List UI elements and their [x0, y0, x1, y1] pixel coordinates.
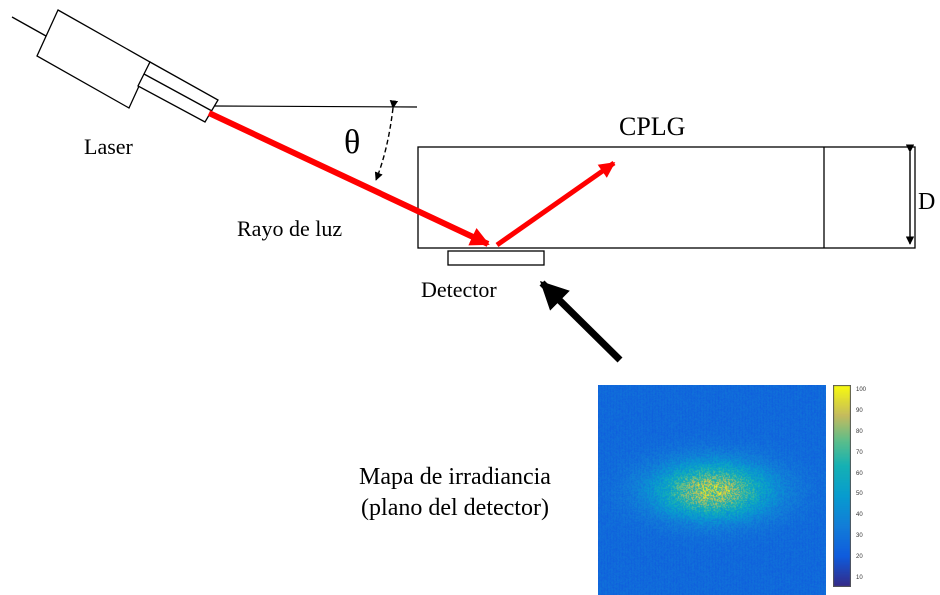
light-guide-body [417, 146, 916, 249]
theta-label: θ [344, 124, 361, 161]
irradiance-caption-line1: Mapa de irradiancia [359, 464, 551, 490]
laser-cable [11, 16, 47, 37]
colorbar [833, 385, 851, 587]
angle-arc [374, 99, 399, 181]
laser-label: Laser [84, 134, 133, 159]
light-guide [417, 146, 916, 249]
reflected-beam [495, 160, 616, 248]
colorbar-tick-label: 20 [856, 554, 863, 561]
colorbar-tick-label: 80 [856, 428, 863, 435]
cplg-label: CPLG [619, 112, 686, 141]
colorbar-tick-label: 60 [856, 470, 863, 477]
colorbar-tick-label: 30 [856, 533, 863, 540]
map-pointer-arrow [539, 280, 623, 363]
reference-line [213, 105, 418, 108]
irradiance-map-image [598, 385, 826, 595]
detector-label: Detector [421, 277, 497, 302]
thickness-label: D [918, 189, 936, 215]
detector-box [447, 250, 545, 266]
colorbar-tick-label: 50 [856, 491, 863, 498]
colorbar-tick-label: 40 [856, 512, 863, 519]
incident-beam [207, 110, 490, 247]
colorbar-tick-label: 100 [856, 387, 867, 393]
laser-device [11, 9, 219, 123]
laser-tube-line [143, 73, 213, 112]
colorbar-tick-label: 70 [856, 449, 863, 456]
light-ray-label: Rayo de luz [237, 216, 343, 241]
laser-body [36, 9, 151, 109]
colorbar-tick-label: 10 [856, 575, 863, 581]
irradiance-caption-line2: (plano del detector) [361, 495, 549, 522]
colorbar-tick-label: 90 [856, 407, 863, 414]
irradiance-map-caption: Mapa de irradiancia (plano del detector) [336, 462, 574, 524]
